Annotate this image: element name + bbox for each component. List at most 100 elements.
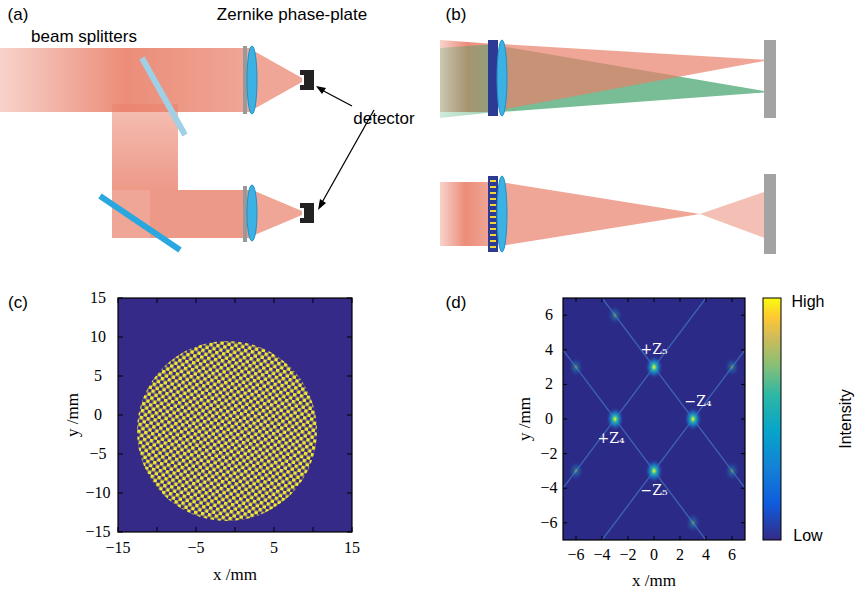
tick-mark	[490, 180, 496, 182]
axis-tick-label: −15	[85, 524, 110, 540]
tick-mark	[563, 349, 567, 350]
tick-mark	[563, 315, 567, 316]
axis-tick-label: 6	[545, 307, 553, 323]
tick-mark	[490, 246, 496, 248]
panel-label: (d)	[446, 294, 467, 311]
tick-mark	[563, 384, 567, 385]
axis-tick-label: 5	[94, 368, 102, 384]
colorbar-label: High	[792, 294, 825, 310]
tick-mark	[741, 419, 745, 420]
tick-mark	[706, 298, 707, 302]
axis-tick-label: 15	[90, 290, 106, 306]
tick-mark	[347, 337, 352, 338]
axis-tick-label: 15	[344, 540, 360, 556]
tick-mark	[576, 298, 577, 302]
tick-mark	[628, 298, 629, 302]
tick-mark	[490, 234, 496, 236]
panel-label: (c)	[8, 294, 28, 311]
axis-title: y /mm	[516, 397, 533, 441]
tick-mark	[313, 298, 314, 303]
tick-mark	[490, 240, 496, 242]
axis-tick-label: 10	[90, 329, 106, 345]
tick-mark	[490, 204, 496, 206]
tick-mark	[118, 454, 123, 455]
axis-tick-label: 0	[94, 407, 102, 423]
tick-mark	[741, 384, 745, 385]
tick-mark	[563, 453, 567, 454]
tick-mark	[157, 298, 158, 303]
axis-title: x /mm	[213, 566, 257, 583]
axis-tick-label: −2	[540, 446, 557, 462]
axis-tick-label: 4	[702, 547, 710, 563]
tick-mark	[628, 536, 629, 540]
axis-tick-label: −4	[540, 480, 557, 496]
axis-tick-label: 6	[728, 547, 736, 563]
axis-tick-label: 0	[545, 411, 553, 427]
tick-mark	[732, 536, 733, 540]
tick-mark	[118, 527, 119, 532]
tick-mark	[118, 376, 123, 377]
tick-mark	[347, 532, 352, 533]
tick-mark	[274, 527, 275, 532]
tick-mark	[563, 522, 567, 523]
panel-label: (b)	[446, 6, 467, 23]
panel-label: (a)	[8, 6, 29, 23]
axis-tick-label: −6	[540, 515, 557, 531]
component-label: detector	[353, 110, 414, 127]
tick-mark	[490, 222, 496, 224]
axis-title: y /mm	[64, 393, 81, 437]
axis-tick-label: −15	[105, 540, 130, 556]
axis-tick-label: −5	[187, 540, 204, 556]
tick-mark	[352, 527, 353, 532]
tick-mark	[118, 298, 123, 299]
tick-mark	[118, 532, 123, 533]
axis-tick-label: −2	[619, 547, 636, 563]
tick-mark	[347, 415, 352, 416]
tick-mark	[347, 454, 352, 455]
tick-mark	[235, 527, 236, 532]
tick-mark	[490, 192, 496, 194]
axis-tick-label: −5	[89, 446, 106, 462]
tick-mark	[576, 536, 577, 540]
tick-mark	[563, 488, 567, 489]
mode-label: −Z₅	[640, 483, 667, 497]
tick-mark	[602, 536, 603, 540]
tick-mark	[347, 376, 352, 377]
tick-mark	[680, 536, 681, 540]
axis-tick-label: −4	[593, 547, 610, 563]
tick-mark	[196, 527, 197, 532]
tick-mark	[196, 298, 197, 303]
axis-tick-label: −10	[85, 485, 110, 501]
tick-mark	[313, 527, 314, 532]
tick-mark	[732, 298, 733, 302]
tick-mark	[490, 228, 496, 230]
tick-mark	[654, 536, 655, 540]
tick-mark	[654, 298, 655, 302]
component-label: Zernike phase-plate	[217, 6, 367, 23]
tick-mark	[274, 298, 275, 303]
component-label: beam splitters	[31, 28, 137, 45]
mode-label: +Z₄	[597, 431, 624, 445]
tick-mark	[490, 186, 496, 188]
tick-mark	[347, 493, 352, 494]
axis-tick-label: 2	[676, 547, 684, 563]
tick-mark	[352, 298, 353, 303]
mode-label: +Z₅	[640, 342, 667, 356]
tick-mark	[118, 337, 123, 338]
tick-mark	[118, 493, 123, 494]
axis-tick-label: −6	[567, 547, 584, 563]
colorbar-label: Low	[793, 528, 822, 544]
tick-mark	[741, 488, 745, 489]
tick-mark	[706, 536, 707, 540]
tick-mark	[490, 198, 496, 200]
tick-mark	[490, 216, 496, 218]
axis-tick-label: 4	[545, 342, 553, 358]
tick-mark	[118, 298, 119, 303]
mode-label: −Z₄	[684, 394, 711, 408]
axis-tick-label: 0	[650, 547, 658, 563]
colorbar-title: Intensity	[838, 389, 854, 449]
tick-mark	[118, 415, 123, 416]
tick-mark	[741, 453, 745, 454]
tick-mark	[741, 522, 745, 523]
